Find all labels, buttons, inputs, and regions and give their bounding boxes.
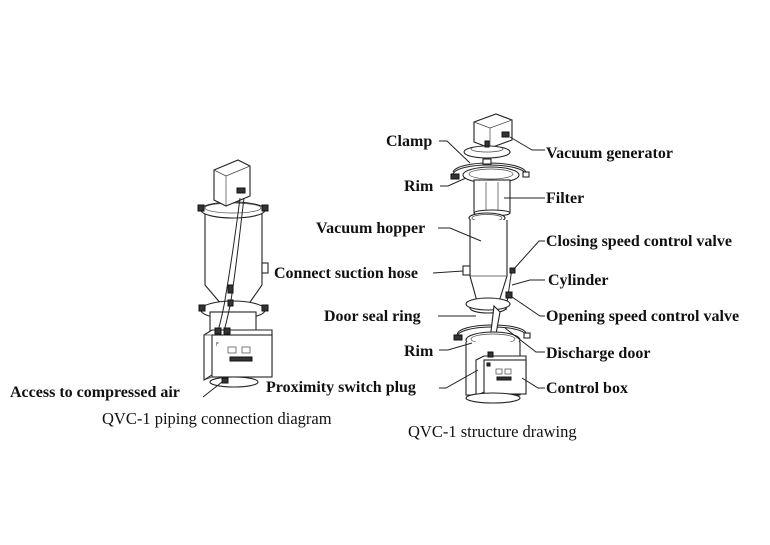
label-rim-top: Rim (404, 178, 434, 195)
leader-opening-valve (511, 296, 545, 317)
caption-piping-diagram: QVC-1 piping connection diagram (102, 409, 332, 428)
label-clamp: Clamp (386, 133, 432, 150)
label-filter: Filter (546, 190, 584, 207)
label-vacuum-generator: Vacuum generator (546, 145, 673, 162)
leader-suction-hose (432, 270, 464, 274)
leader-proximity-switch (439, 369, 479, 389)
label-rim-bottom: Rim (404, 343, 434, 360)
leader-control-box (521, 377, 545, 389)
label-discharge-door: Discharge door (546, 345, 650, 362)
leader-cylinder (511, 279, 545, 286)
leader-closing-valve (512, 240, 545, 271)
label-proximity-switch-plug: Proximity switch plug (266, 379, 416, 396)
label-compressed-air: Access to compressed air (10, 384, 180, 401)
leader-vacuum-generator (509, 136, 545, 151)
label-opening-valve: Opening speed control valve (546, 308, 739, 325)
leader-rim-bottom (439, 342, 473, 351)
svg-text:F: F (216, 342, 219, 348)
label-cylinder: Cylinder (548, 272, 608, 289)
leader-clamp (439, 140, 471, 164)
label-control-box: Control box (546, 380, 628, 397)
label-vacuum-hopper: Vacuum hopper (316, 220, 425, 237)
leader-vacuum-hopper (438, 227, 482, 242)
label-suction-hose: Connect suction hose (274, 265, 418, 282)
leader-discharge-door (504, 327, 545, 353)
assembled-unit-illustration: F (197, 159, 273, 398)
label-closing-valve: Closing speed control valve (546, 233, 732, 250)
leader-rim-top (440, 177, 467, 187)
label-door-seal-ring: Door seal ring (324, 308, 421, 325)
caption-structure-drawing: QVC-1 structure drawing (408, 422, 577, 441)
exploded-structure-illustration (432, 113, 545, 404)
